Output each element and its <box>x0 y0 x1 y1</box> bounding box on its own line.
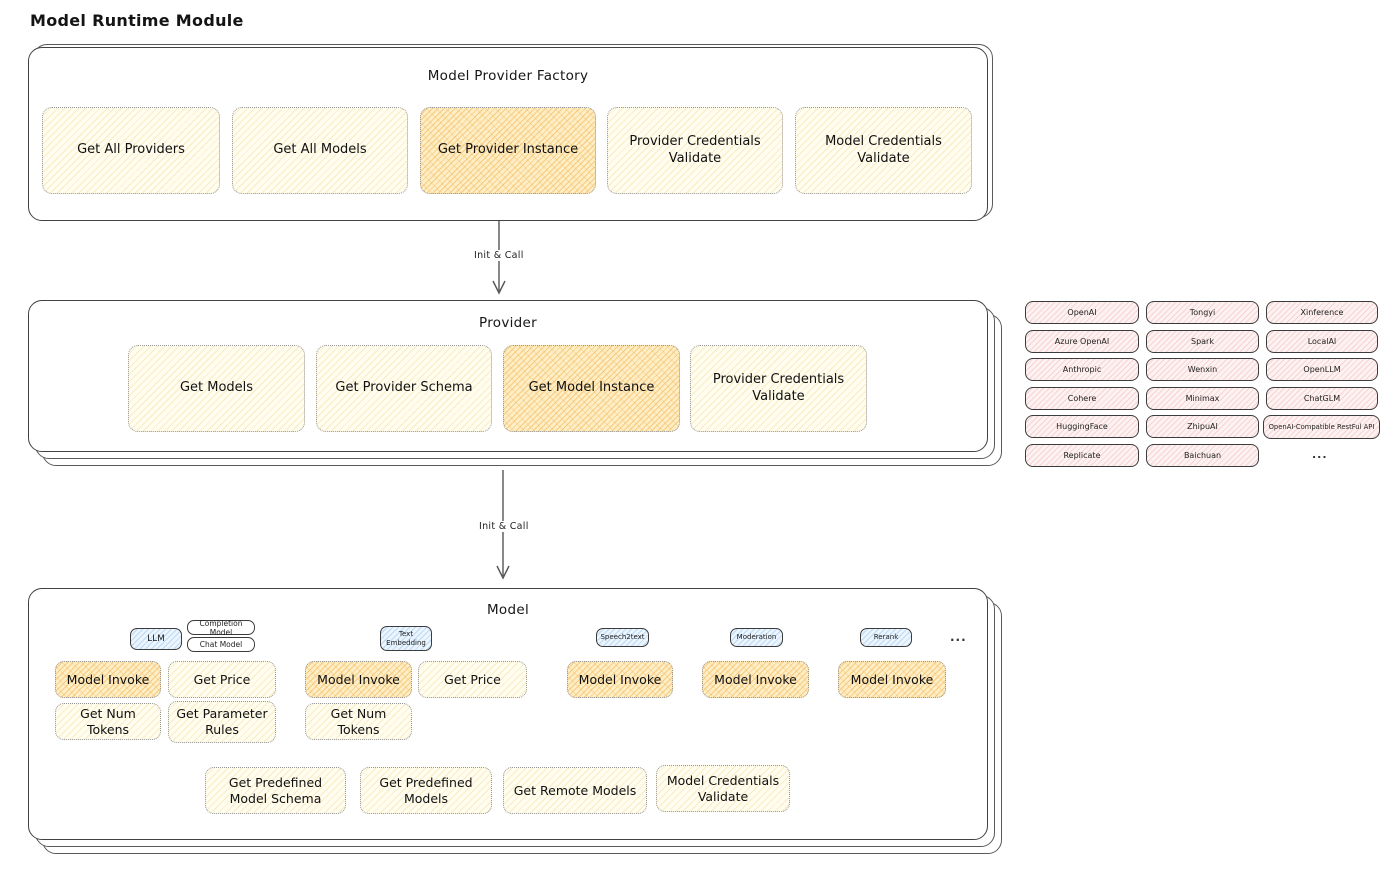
provider-get-provider-schema: Get Provider Schema <box>316 345 492 432</box>
provider-chip-openai-compatible: OpenAI-Compatible RestFul API <box>1263 415 1380 439</box>
model-tags-ellipsis: ... <box>950 630 967 644</box>
text-embedding-get-num-tokens: Get Num Tokens <box>305 703 412 740</box>
arrow-2-label: Init & Call <box>476 521 532 532</box>
provider-provider-credentials-validate: Provider Credentials Validate <box>690 345 867 432</box>
provider-chip-openai: OpenAI <box>1025 301 1139 324</box>
speech2text-model-invoke: Model Invoke <box>567 661 673 698</box>
tag-text-embedding: Text Embedding <box>380 626 432 651</box>
factory-model-credentials-validate: Model Credentials Validate <box>795 107 972 194</box>
provider-get-models: Get Models <box>128 345 305 432</box>
tag-moderation: Moderation <box>730 628 783 647</box>
provider-chip-azure-openai: Azure OpenAI <box>1025 330 1139 353</box>
moderation-model-invoke: Model Invoke <box>702 661 809 698</box>
get-remote-models: Get Remote Models <box>503 767 647 814</box>
provider-chip-zhipuai: ZhipuAI <box>1146 415 1259 438</box>
factory-title: Model Provider Factory <box>427 68 589 84</box>
arrow-1-label: Init & Call <box>471 250 527 261</box>
provider-chip-baichuan: Baichuan <box>1146 444 1259 467</box>
model-title: Model <box>486 602 530 618</box>
tag-speech2text: Speech2text <box>596 628 649 647</box>
get-predefined-model-schema: Get Predefined Model Schema <box>205 767 346 814</box>
provider-title: Provider <box>479 315 537 331</box>
provider-chips-ellipsis: ... <box>1312 448 1328 461</box>
provider-chip-cohere: Cohere <box>1025 387 1139 410</box>
llm-get-num-tokens: Get Num Tokens <box>55 703 161 740</box>
provider-chip-huggingface: HuggingFace <box>1025 415 1139 438</box>
factory-get-all-models: Get All Models <box>232 107 408 194</box>
text-embedding-model-invoke: Model Invoke <box>305 661 412 698</box>
provider-chip-xinference: Xinference <box>1266 301 1378 324</box>
text-embedding-get-price: Get Price <box>418 661 527 698</box>
factory-get-all-providers: Get All Providers <box>42 107 220 194</box>
tag-chat-model: Chat Model <box>187 637 255 652</box>
provider-chip-chatglm: ChatGLM <box>1266 387 1378 410</box>
provider-chip-wenxin: Wenxin <box>1146 358 1259 381</box>
llm-model-invoke: Model Invoke <box>55 661 161 698</box>
provider-chip-replicate: Replicate <box>1025 444 1139 467</box>
llm-get-parameter-rules: Get Parameter Rules <box>168 701 276 743</box>
provider-chip-anthropic: Anthropic <box>1025 358 1139 381</box>
provider-chip-spark: Spark <box>1146 330 1259 353</box>
tag-rerank: Rerank <box>860 628 912 647</box>
provider-chip-tongyi: Tongyi <box>1146 301 1259 324</box>
provider-chip-openllm: OpenLLM <box>1266 358 1378 381</box>
diagram-title: Model Runtime Module <box>30 11 244 30</box>
factory-provider-credentials-validate: Provider Credentials Validate <box>607 107 783 194</box>
tag-llm: LLM <box>130 628 182 650</box>
get-predefined-models: Get Predefined Models <box>360 767 492 814</box>
provider-chip-localai: LocalAI <box>1266 330 1378 353</box>
provider-chip-minimax: Minimax <box>1146 387 1259 410</box>
tag-completion-model: Completion Model <box>187 619 255 637</box>
model-credentials-validate: Model Credentials Validate <box>656 765 790 812</box>
llm-get-price: Get Price <box>168 661 276 698</box>
factory-get-provider-instance: Get Provider Instance <box>420 107 596 194</box>
provider-get-model-instance: Get Model Instance <box>503 345 680 432</box>
rerank-model-invoke: Model Invoke <box>838 661 946 698</box>
